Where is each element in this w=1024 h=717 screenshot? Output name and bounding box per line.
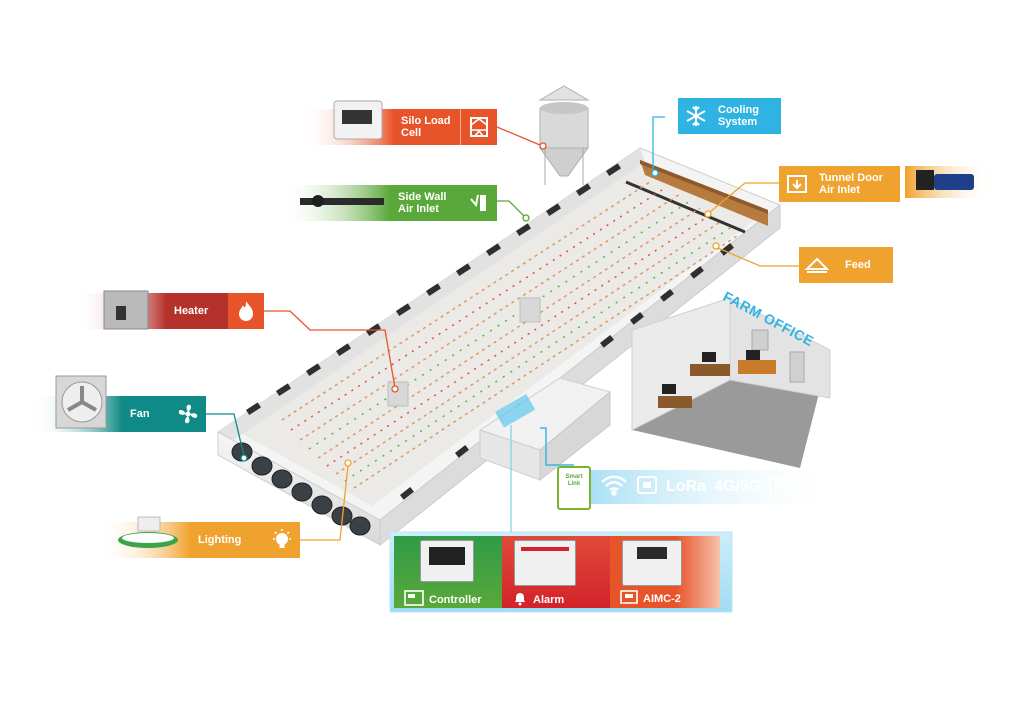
feed-text: Feed [845, 259, 871, 271]
fan-icon [170, 396, 206, 432]
aimc-icon [620, 590, 638, 607]
alarm-bell-icon [512, 590, 528, 609]
fan-text: Fan [130, 408, 150, 420]
controller-caption: Controller [404, 590, 482, 609]
tunnel-door-air-inlet-label: Tunnel Door Air Inlet [779, 166, 900, 202]
controller-text: Controller [429, 593, 482, 606]
inlet-icon [461, 185, 497, 221]
fan-label: Fan [122, 396, 206, 432]
lora-text: LoRa [666, 478, 706, 495]
lighting-device [118, 516, 178, 548]
ethernet-icon [636, 474, 658, 501]
flame-icon [228, 293, 264, 329]
silo-load-cell-device [333, 100, 383, 140]
alarm-text: Alarm [533, 593, 565, 606]
wifi-icon [600, 474, 628, 501]
tunnel-door-device [916, 170, 974, 190]
feeder-icon [799, 247, 835, 283]
cooling-system-label: Cooling System [678, 98, 781, 134]
aimc-text: AIMC-2 [643, 592, 681, 605]
tunnel-door-air-inlet-text: Tunnel Door Air Inlet [819, 172, 883, 196]
bulb-icon [264, 522, 300, 558]
controller-icon [404, 590, 424, 609]
silo-icon [460, 109, 497, 145]
heater-text: Heater [174, 305, 209, 317]
side-wall-actuator [300, 195, 384, 207]
smart-link-device: Smart Link [557, 466, 591, 510]
cellular-text: 4G/5G [714, 478, 762, 495]
silo-load-cell-label: Silo Load Cell [393, 109, 497, 145]
lighting-text: Lighting [198, 534, 242, 546]
alarm-caption: Alarm [512, 590, 564, 609]
side-wall-air-inlet-text: Side Wall Air Inlet [398, 191, 447, 215]
connector-lines [206, 116, 799, 541]
controller-device [420, 540, 474, 582]
heater-device [103, 290, 149, 330]
iot-text: IOT [769, 477, 804, 497]
heater-label: Heater [166, 293, 264, 329]
tunnel-door-icon [779, 166, 815, 202]
silo [538, 85, 590, 185]
alarm-card [502, 536, 610, 608]
aimc-device [622, 540, 682, 586]
farm-office [631, 297, 831, 468]
feed-label: Feed [799, 247, 893, 283]
aimc-caption: AIMC-2 [620, 590, 681, 607]
snowflake-icon [678, 98, 714, 134]
smart-link-text: Smart Link [565, 474, 583, 487]
cooling-system-text: Cooling System [718, 104, 759, 128]
silo-load-cell-text: Silo Load Cell [401, 115, 451, 139]
fan-device [55, 375, 107, 429]
side-wall-air-inlet-label: Side Wall Air Inlet [390, 185, 497, 221]
lighting-label: Lighting [190, 522, 300, 558]
poultry-house [217, 85, 781, 547]
connectivity-row: LoRa 4G/5G IOT [600, 472, 804, 502]
alarm-device [514, 540, 576, 586]
